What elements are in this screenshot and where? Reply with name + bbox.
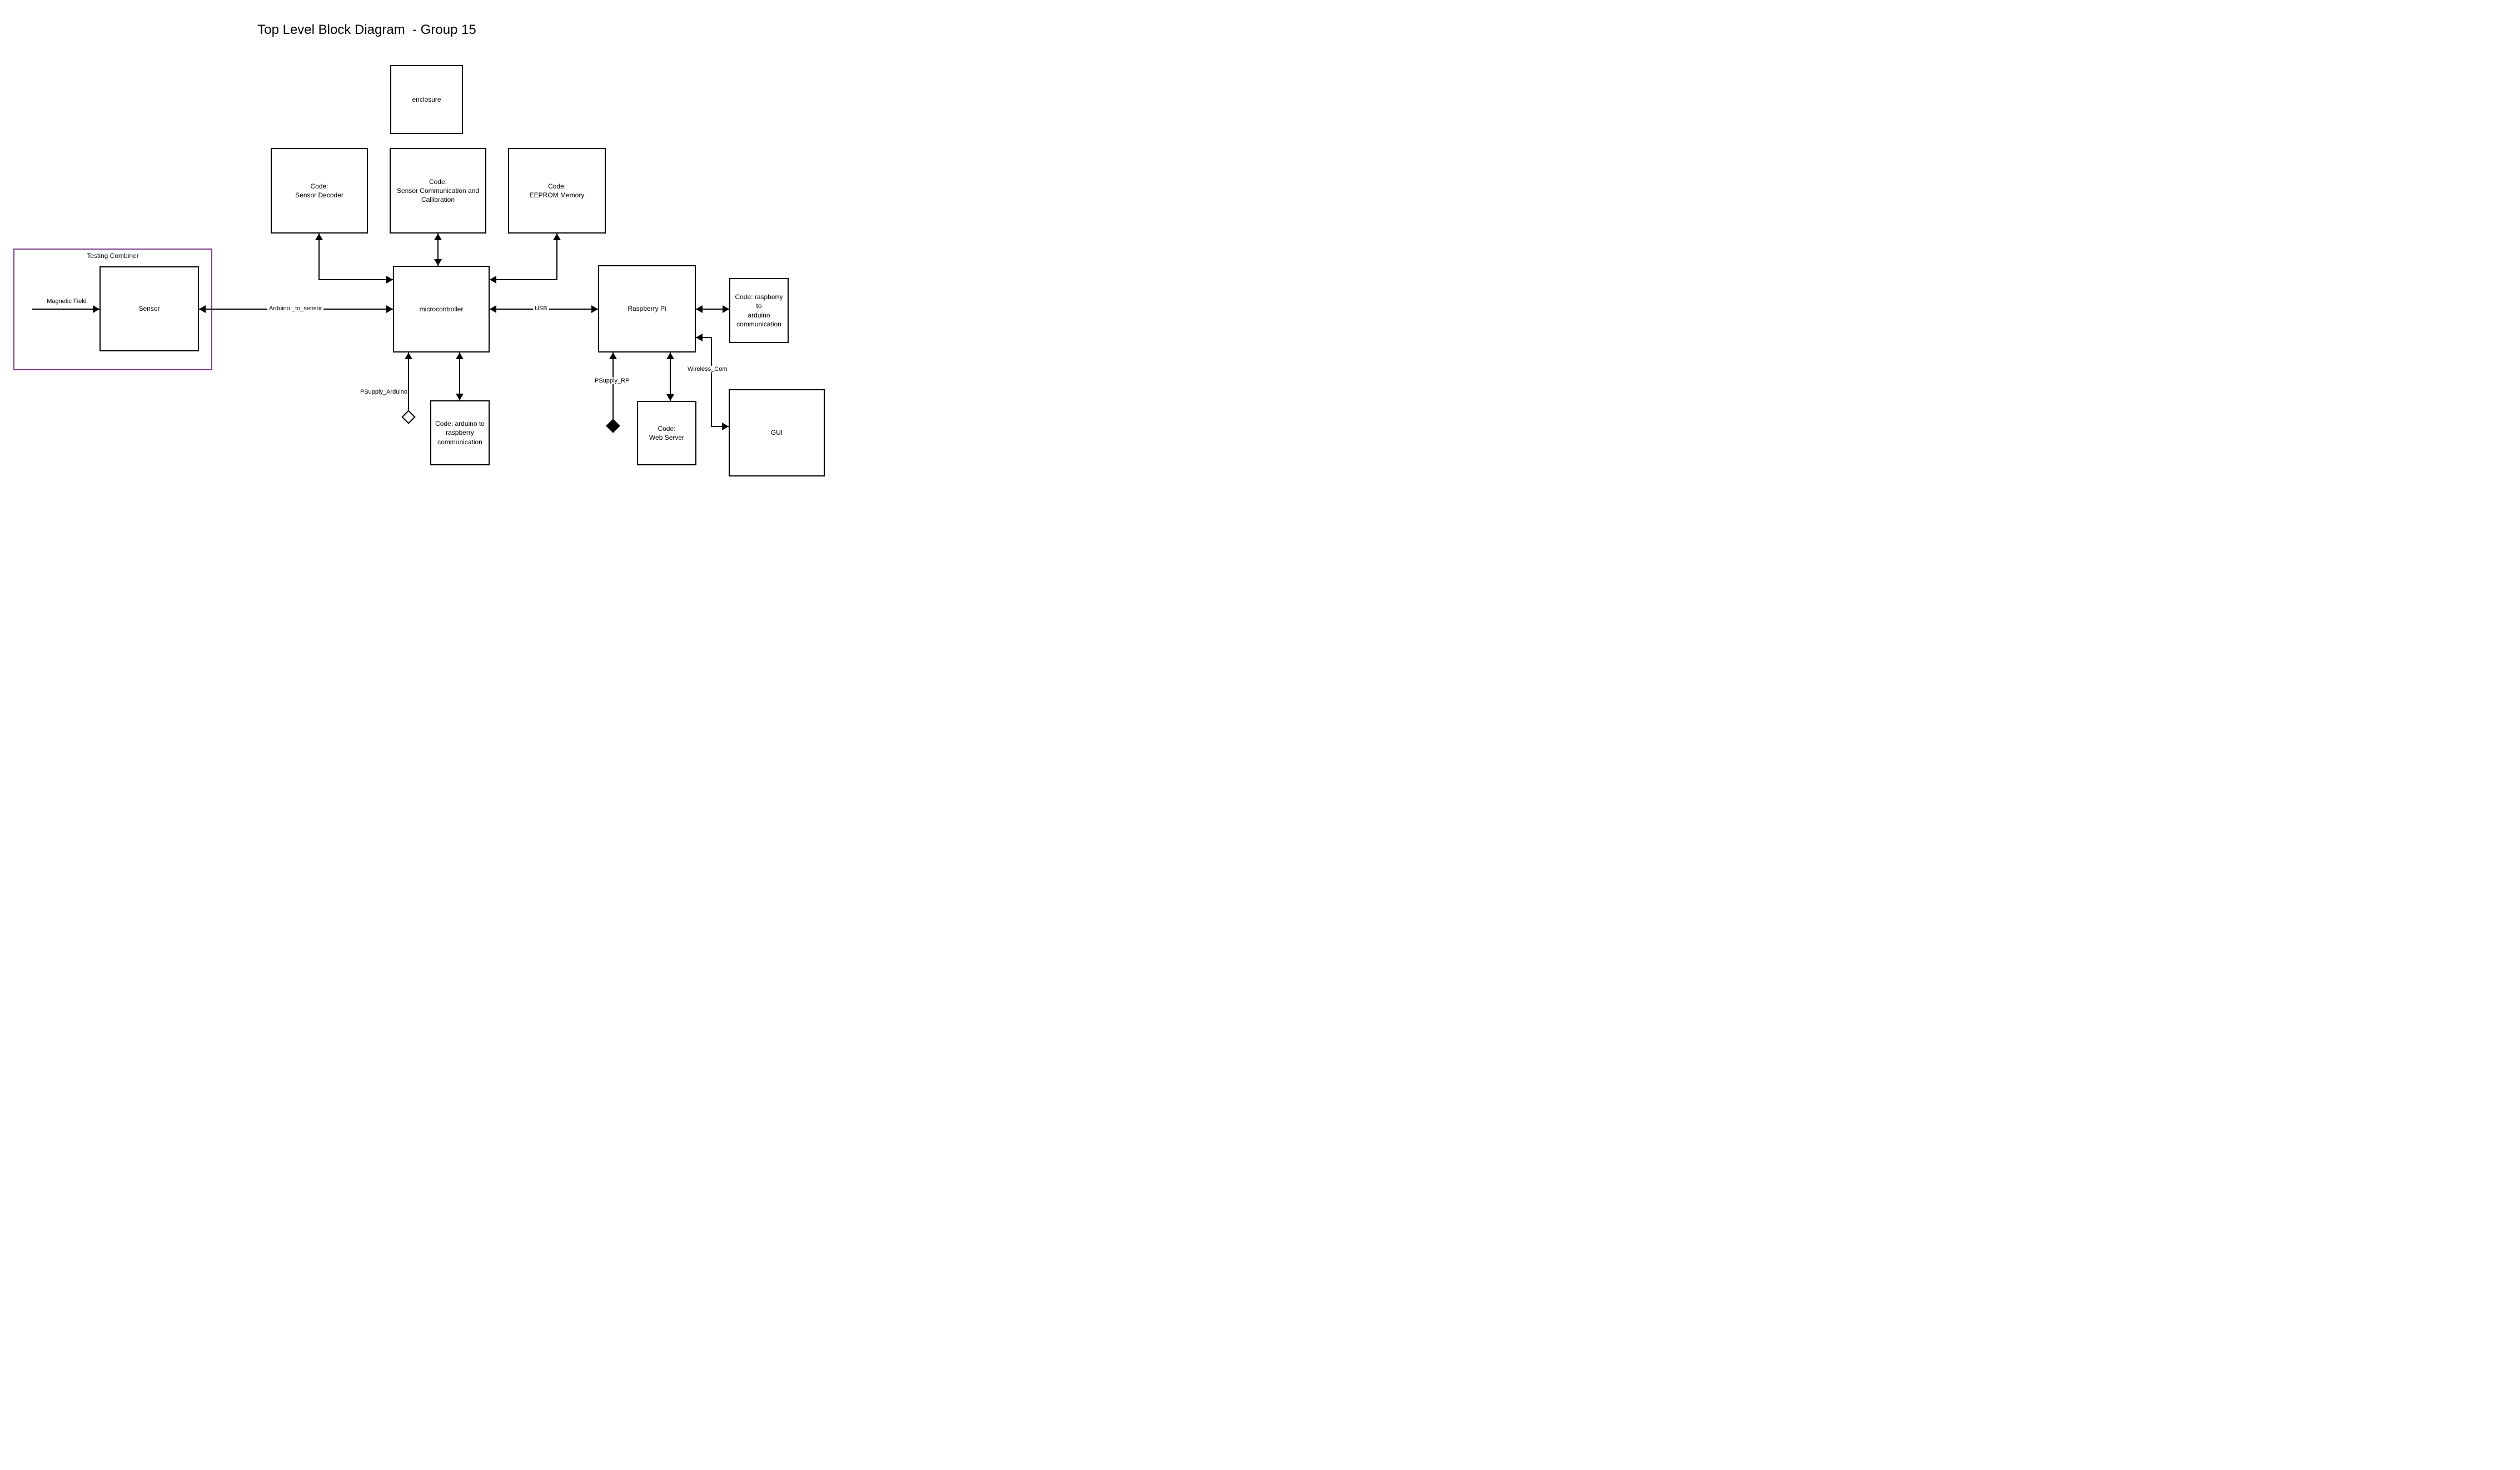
- arduino-to-sensor-label: Arduino _to_sensor: [267, 305, 324, 312]
- wireless-com-hline-top: [696, 337, 712, 338]
- wireless-com-hline-bottom: [711, 426, 729, 427]
- block-microcontroller: microcontroller: [393, 266, 490, 352]
- usb-label: USB: [533, 305, 549, 312]
- eeprom-link-vline: [556, 234, 557, 280]
- arrowhead-into-microcontroller-top: [434, 259, 442, 266]
- eeprom-link-hline: [490, 279, 557, 280]
- arrowhead-into-microcontroller-bottom-left: [405, 352, 412, 359]
- block-code-raspberry-to-arduino: Code: raspberry to arduino communication: [729, 278, 789, 343]
- arrowhead-into-microcontroller-upper-left: [386, 276, 393, 284]
- arrowhead-into-raspberry-pi-left: [591, 305, 598, 313]
- arrowhead-into-microcontroller-left: [386, 305, 393, 313]
- psupply-rp-line: [612, 352, 614, 421]
- arrowhead-into-sensor-decoder-bottom: [315, 234, 323, 240]
- psupply-arduino-label: PSupply_Arduino: [360, 389, 407, 395]
- arrowhead-into-raspberry-pi-lower-right: [696, 334, 703, 341]
- raspberry-webserver-vline: [670, 352, 671, 401]
- arrowhead-into-microcontroller-right: [490, 305, 496, 313]
- psupply-rp-label: PSupply_RP: [593, 378, 631, 384]
- psupply-rp-filled-diamond: [606, 419, 620, 433]
- block-code-raspberry-to-arduino-label: Code: raspberry to arduino communication: [735, 293, 783, 328]
- block-diagram-canvas: Top Level Block Diagram - Group 15 Testi…: [0, 0, 840, 490]
- sensor-comm-link-vline: [437, 234, 439, 266]
- block-code-eeprom-memory: Code: EEPROM Memory: [508, 148, 606, 234]
- block-gui-label: GUI: [770, 429, 783, 437]
- block-code-web-server-label: Code: Web Server: [649, 424, 685, 441]
- block-code-web-server: Code: Web Server: [637, 401, 696, 465]
- block-code-arduino-to-raspberry-label: Code: arduino to raspberry communication: [435, 420, 485, 446]
- block-code-sensor-decoder-label: Code: Sensor Decoder: [295, 182, 343, 199]
- block-microcontroller-label: microcontroller: [419, 305, 464, 313]
- arrowhead-into-raspberry-code-left: [723, 305, 729, 313]
- block-code-sensor-decoder: Code: Sensor Decoder: [271, 148, 368, 234]
- arrowhead-into-raspberry-pi-right: [696, 305, 703, 313]
- arrowhead-into-raspberry-pi-bottom-left: [609, 352, 617, 359]
- block-code-eeprom-memory-label: Code: EEPROM Memory: [529, 182, 585, 199]
- block-enclosure: enclosure: [390, 65, 463, 134]
- block-raspberry-pi-label: Raspberry Pi: [627, 305, 666, 313]
- arrowhead-into-sensor-comm-bottom: [434, 234, 442, 240]
- microcontroller-arduino-code-vline: [459, 352, 460, 400]
- block-sensor-label: Sensor: [138, 305, 160, 313]
- wireless-com-vline: [711, 337, 712, 427]
- block-raspberry-pi: Raspberry Pi: [598, 265, 696, 352]
- psupply-arduino-open-diamond: [401, 410, 416, 424]
- arrowhead-into-eeprom-bottom: [553, 234, 561, 240]
- arrowhead-into-sensor-left: [93, 305, 99, 313]
- raspberry-raspcode-line: [696, 309, 729, 310]
- arrowhead-into-arduino-to-raspberry-top: [456, 394, 464, 400]
- sensor-decoder-link-hline: [318, 279, 393, 280]
- testing-combiner-label: Testing Combiner: [87, 252, 139, 260]
- page-title: Top Level Block Diagram - Group 15: [257, 22, 476, 37]
- arrowhead-into-raspberry-pi-bottom-right: [666, 352, 674, 359]
- magnetic-field-line: [32, 309, 99, 310]
- arrowhead-into-microcontroller-bottom-right: [456, 352, 464, 359]
- arrowhead-into-gui-left: [722, 423, 729, 430]
- psupply-arduino-line: [408, 352, 409, 413]
- block-code-sensor-communication: Code: Sensor Communication and Callibrat…: [390, 148, 486, 234]
- arrowhead-into-web-server-top: [666, 394, 674, 401]
- block-code-arduino-to-raspberry: Code: arduino to raspberry communication: [430, 400, 490, 465]
- sensor-decoder-link-vline: [318, 234, 320, 280]
- block-code-sensor-communication-label: Code: Sensor Communication and Callibrat…: [396, 177, 480, 204]
- arrowhead-into-sensor-right: [199, 305, 206, 313]
- wireless-com-label: Wireless_Com: [686, 366, 729, 373]
- block-gui: GUI: [729, 389, 825, 476]
- block-sensor: Sensor: [99, 266, 199, 351]
- magnetic-field-label: Magnetic Field: [47, 298, 87, 305]
- block-enclosure-label: enclosure: [412, 95, 441, 103]
- arrowhead-into-microcontroller-upper-right: [490, 276, 496, 284]
